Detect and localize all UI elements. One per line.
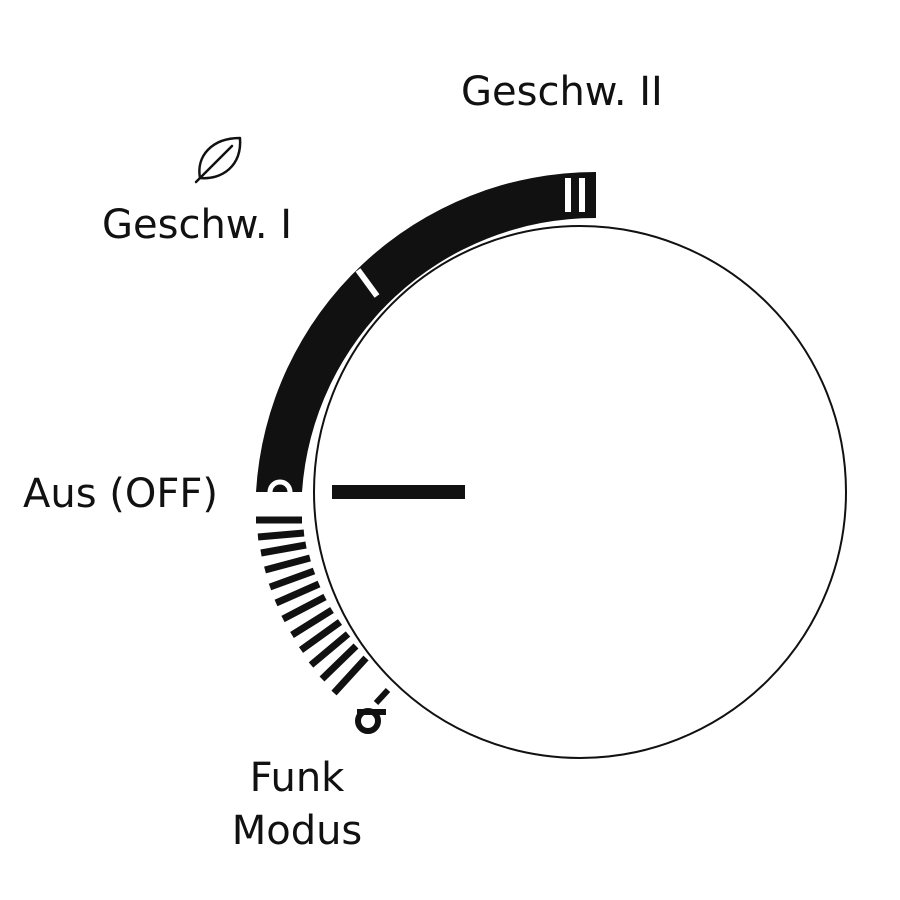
label-radio-mode-line2: Modus [231,807,363,854]
speed-arc-band [256,171,596,493]
label-speed-2: Geschw. II [461,69,663,115]
radio-signal-icon [355,687,391,734]
label-radio-mode-line1: Funk [249,755,345,801]
label-radio-mode: Funk Modus [222,752,372,858]
dial-knob[interactable] [313,225,847,759]
off-mark [267,479,293,505]
radio-hatched-zone [256,516,369,696]
speed2-mark [565,178,585,212]
leaf-icon [194,136,242,184]
label-off: Aus (OFF) [23,471,218,517]
speed1-mark [355,268,380,298]
label-speed-1: Geschw. I [102,202,293,248]
